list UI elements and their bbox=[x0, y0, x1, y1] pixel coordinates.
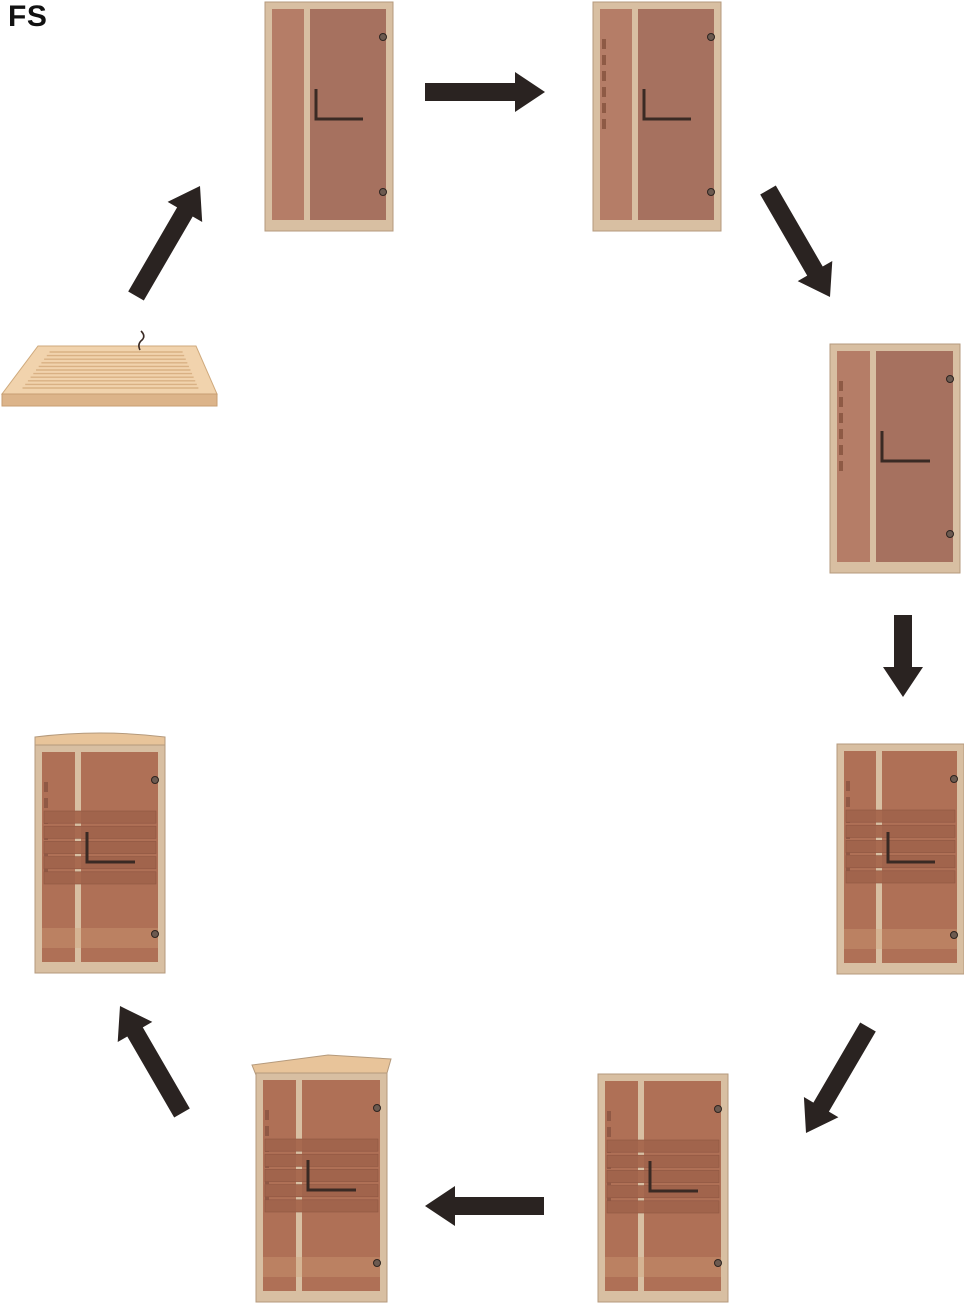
step-2-empty-cabin bbox=[265, 2, 393, 231]
step-6-back-wall-heaters bbox=[598, 1074, 728, 1302]
step-1-floor-base bbox=[2, 331, 217, 406]
step-4-side-wall-heater bbox=[830, 344, 960, 573]
arrow-step-3-to-4 bbox=[760, 186, 832, 298]
model-label: FS bbox=[8, 0, 47, 34]
arrow-step-7-to-8 bbox=[118, 1006, 190, 1118]
step-8-roof-complete bbox=[35, 733, 165, 973]
arrow-step-5-to-6 bbox=[804, 1023, 876, 1134]
arrow-step-6-to-7 bbox=[425, 1186, 544, 1226]
arrow-step-2-to-3 bbox=[425, 72, 545, 112]
step-7-roof-installed bbox=[252, 1055, 391, 1302]
step-5-back-wall-heaters bbox=[837, 744, 964, 974]
step-3-side-wall-heater bbox=[593, 2, 721, 231]
arrow-step-1-to-2 bbox=[128, 186, 202, 301]
arrows-group bbox=[118, 72, 923, 1226]
arrow-step-4-to-5 bbox=[883, 615, 923, 697]
